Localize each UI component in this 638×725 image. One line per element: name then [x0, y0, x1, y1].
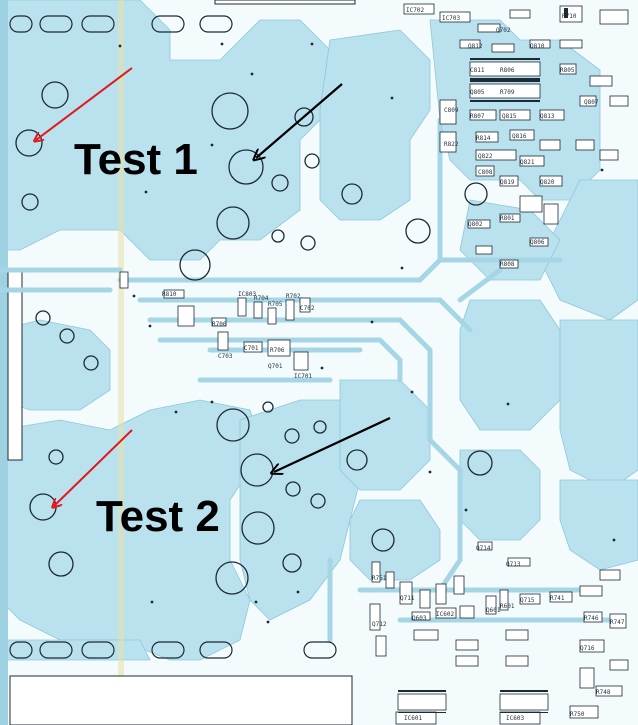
refdes-label: IC803: [238, 291, 256, 298]
refdes-label: Q813: [540, 113, 555, 120]
refdes-label: R750: [570, 711, 585, 718]
refdes-label: R741: [550, 595, 565, 602]
refdes-label: R709: [500, 89, 515, 96]
refdes-label: Q810: [530, 43, 545, 50]
refdes-label: Q714: [476, 545, 491, 552]
refdes-label: R700: [212, 321, 227, 328]
refdes-label: Q802: [468, 221, 483, 228]
refdes-label: R805: [560, 67, 575, 74]
refdes-label: R705: [268, 301, 283, 308]
refdes-label: C701: [244, 345, 259, 352]
refdes-label: Q807: [584, 99, 599, 106]
refdes-label: R710: [562, 13, 577, 20]
edge-pads: [9, 15, 337, 659]
refdes-label: IC702: [406, 7, 424, 14]
vias: [118, 42, 616, 624]
refdes-label: Q713: [506, 561, 521, 568]
refdes-label: R601: [500, 603, 515, 610]
refdes-label: R822: [444, 141, 459, 148]
smd-components: [119, 3, 629, 725]
refdes-label: C702: [300, 305, 315, 312]
refdes-label: Q701: [268, 363, 283, 370]
test-2-label: Test 2: [96, 492, 220, 541]
refdes-label: R748: [596, 689, 611, 696]
black-arrow-test1: [256, 83, 343, 158]
refdes-label: Q816: [512, 133, 527, 140]
refdes-label: R746: [584, 615, 599, 622]
refdes-label: IC701: [294, 373, 312, 380]
refdes-label: R702: [286, 293, 301, 300]
refdes-label: Q712: [372, 621, 387, 628]
red-arrow-test1: [36, 67, 133, 140]
refdes-label: Q820: [540, 179, 555, 186]
refdes-label: C809: [444, 107, 459, 114]
test-1-label: Test 1: [74, 135, 198, 184]
refdes-label: C703: [218, 353, 233, 360]
refdes-label: Q702: [496, 27, 511, 34]
ic-pins: [398, 8, 568, 713]
reference-designators: IC702 IC703 R710 Q702 Q812 Q810 C811 R80…: [162, 7, 625, 722]
refdes-label: Q601: [486, 607, 501, 614]
refdes-label: IC601: [404, 715, 422, 722]
refdes-label: R810: [162, 291, 177, 298]
refdes-label: R706: [270, 347, 285, 354]
refdes-label: Q819: [500, 179, 515, 186]
black-arrow-test2: [274, 417, 391, 472]
board-edge: [0, 0, 356, 725]
refdes-label: Q603: [412, 615, 427, 622]
refdes-label: R807: [470, 113, 485, 120]
refdes-label: IC602: [436, 611, 454, 618]
refdes-label: IC703: [442, 15, 460, 22]
refdes-label: Q822: [478, 153, 493, 160]
refdes-label: R704: [254, 295, 269, 302]
refdes-label: Q806: [530, 239, 545, 246]
pads: [15, 81, 493, 595]
refdes-label: Q821: [520, 159, 535, 166]
refdes-label: Q716: [580, 645, 595, 652]
copper-pour: [0, 0, 638, 661]
refdes-label: R801: [500, 215, 515, 222]
refdes-label: R747: [610, 619, 625, 626]
refdes-label: R751: [372, 575, 387, 582]
refdes-label: R808: [500, 261, 515, 268]
refdes-label: R806: [500, 67, 515, 74]
refdes-label: IC603: [506, 715, 524, 722]
red-arrow-test2: [54, 429, 133, 506]
refdes-label: Q805: [470, 89, 485, 96]
refdes-label: C811: [470, 67, 485, 74]
refdes-label: Q812: [468, 43, 483, 50]
refdes-label: C808: [478, 169, 493, 176]
refdes-label: R814: [476, 135, 491, 142]
refdes-label: Q815: [502, 113, 517, 120]
refdes-label: Q711: [400, 595, 415, 602]
refdes-label: Q715: [520, 597, 535, 604]
